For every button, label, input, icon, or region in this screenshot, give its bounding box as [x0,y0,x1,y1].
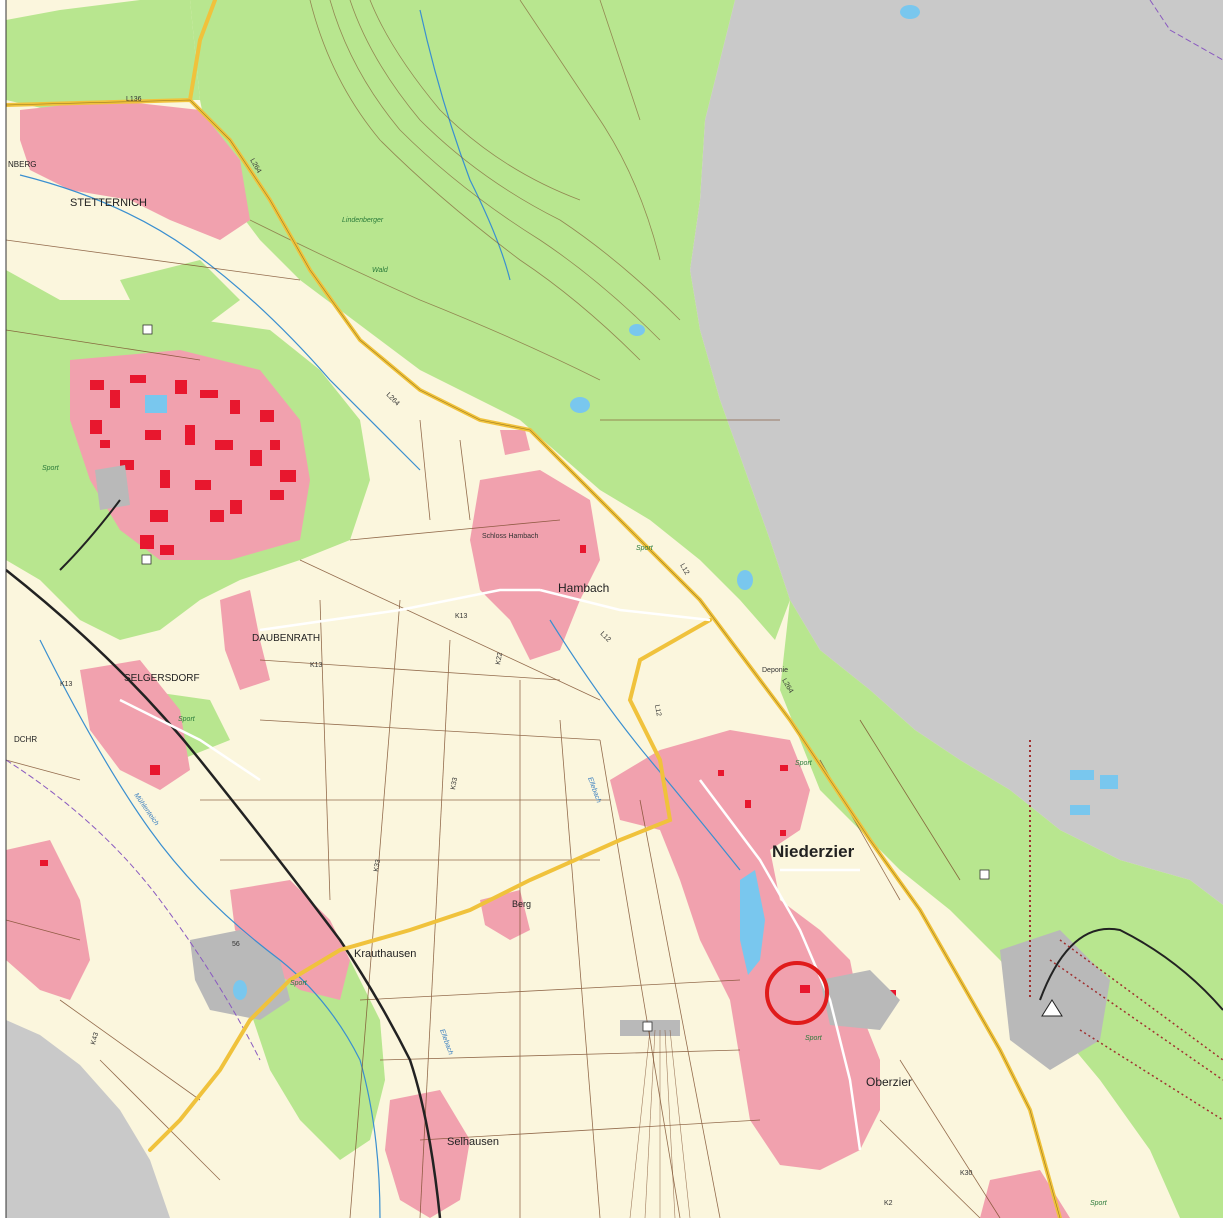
industry-research [95,465,130,510]
place-label-selhausen: Selhausen [447,1136,499,1148]
place-label-daubenrath: DAUBENRATH [252,633,320,644]
sport-label: Sport [178,716,196,723]
road-label: L136 [126,96,142,103]
place-label-berg: Berg [512,899,531,909]
place-label-lindenberger: Lindenberger [342,217,384,224]
sport-label: Sport [795,760,813,767]
road-label: K13 [60,681,73,688]
main-roads-outline [5,99,1061,1218]
road-label: K2 [884,1200,893,1207]
forest-northwest [6,0,200,110]
forest-patch-2 [120,260,240,330]
road-label: K33 [373,859,382,873]
streams [19,9,741,1218]
road-label: K13 [310,662,323,669]
place-label-niederzier: Niederzier [772,842,855,861]
settlement-hambach [470,470,600,660]
settlement-selgersdorf [80,660,190,790]
road-label: K30 [960,1170,973,1177]
road-label: K43 [90,1032,100,1046]
admin-boundaries [5,0,1223,1061]
buildings-research-center [90,375,296,555]
settlement-selhausen [385,1090,470,1218]
contour-lines [249,0,681,381]
forest-hambach [190,0,790,640]
road-label: L12 [653,704,662,717]
settlement-southeast [980,1170,1070,1218]
location-marker-circle [765,961,829,1025]
place-label-sternberg: NBERG [8,160,36,169]
place-label-hambach: Hambach [558,581,609,595]
airstrip-lines [629,1029,691,1218]
industry-niederzier-east [820,970,900,1030]
place-label-krauthausen: Krauthausen [354,948,416,960]
water-bodies [145,5,1118,1000]
railways [5,499,1223,1218]
place-label-stetternich: STETTERNICH [70,197,147,209]
road-label: L12 [678,563,690,577]
open-pit-mine [690,0,1223,905]
warning-sign-icon [1041,999,1063,1017]
sport-label: Sport [636,545,654,552]
industry-krauthausen [190,930,290,1020]
sport-label: Sport [290,980,308,987]
industry-rail-yard [1000,930,1110,1070]
settlement-west [6,840,90,1000]
place-label-wald: Wald [372,267,389,274]
road-label: 56 [232,941,240,948]
road-label: K13 [455,613,468,620]
sport-label: Sport [1090,1200,1108,1207]
settlement-schloss [500,430,530,455]
road-label: K22 [495,652,504,666]
sport-labels: Sport Sport Sport Sport Sport Sport Spor… [42,465,1108,1207]
place-label-selgersdorf: SELGERSDORF [124,673,200,684]
place-label-oberzier: Oberzier [866,1075,912,1089]
industrial-areas [95,465,1110,1070]
forest-strip-east [780,600,1223,1218]
settlement-daubenrath [220,590,270,690]
road-label: K33 [450,777,459,791]
sport-label: Sport [42,465,60,472]
settlement-krauthausen [230,880,350,1000]
settlement-research-center [70,350,310,560]
place-label-deponie: Deponie [762,667,788,674]
place-label-schloss: Schloss Hambach [482,533,539,540]
map-left-border [0,0,6,1218]
place-label-koslar: DCHR [14,735,37,744]
open-pit-mine-southwest [6,1020,170,1218]
settlement-stetternich [20,100,250,240]
settlement-berg [480,890,530,940]
secondary-roads [119,588,862,1151]
map-symbols [141,324,990,1032]
sport-label: Sport [805,1035,823,1042]
